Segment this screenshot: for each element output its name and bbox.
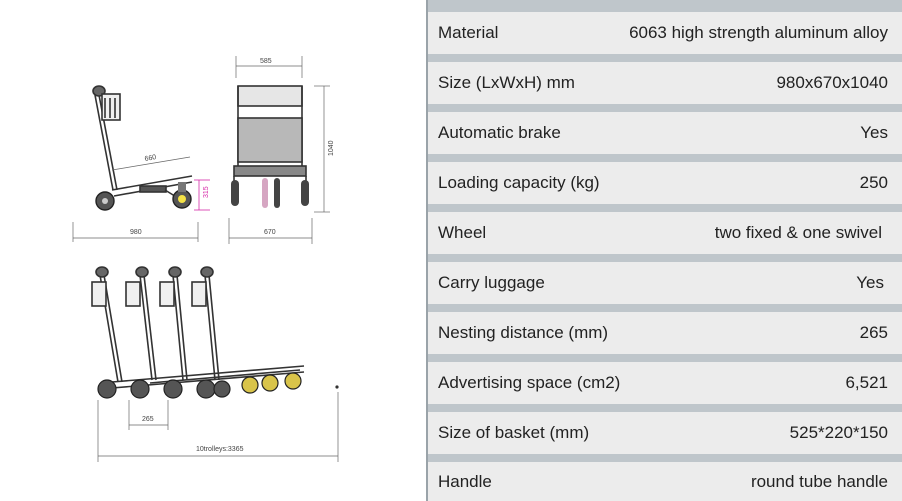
- dimension-660: 660: [111, 154, 191, 171]
- spec-row-handle: Handle round tube handle: [428, 462, 902, 501]
- dimension-total: 10trolleys:3365: [97, 392, 339, 462]
- spec-value: Yes: [856, 273, 884, 292]
- spec-row-carry-luggage: Carry luggage Yes: [428, 262, 902, 304]
- dimension-315: 315: [194, 179, 210, 211]
- spec-value: 6,521: [845, 373, 888, 392]
- technical-drawing-panel: 660 315 980: [0, 0, 426, 501]
- row-separator: [428, 204, 902, 212]
- side-view-wheels: [95, 182, 192, 211]
- spec-value: 265: [859, 323, 888, 342]
- spec-row-loading-capacity: Loading capacity (kg) 250: [428, 162, 902, 204]
- spec-label: Loading capacity (kg): [438, 173, 600, 192]
- row-separator: [428, 54, 902, 62]
- spec-label: Size (LxWxH) mm: [438, 73, 575, 92]
- spec-label: Size of basket (mm): [438, 423, 590, 442]
- spec-row-basket-size: Size of basket (mm) 525*220*150: [428, 412, 902, 454]
- spec-value: two fixed & one swivel: [714, 223, 882, 242]
- trolley-drawing: 660 315 980: [72, 56, 339, 462]
- dim-1040-label: 1040: [328, 140, 335, 156]
- spec-row-advertising-space: Advertising space (cm2) 6,521: [428, 362, 902, 404]
- spec-label: Handle: [438, 471, 492, 491]
- spec-label: Wheel: [438, 223, 487, 242]
- dim-660-label: 660: [144, 154, 157, 163]
- dim-980-label: 980: [130, 229, 142, 236]
- dim-265-label: 265: [142, 416, 154, 423]
- dimension-980: 980: [72, 222, 199, 242]
- spec-value: 250: [859, 173, 888, 192]
- spec-row-nesting-distance: Nesting distance (mm) 265: [428, 312, 902, 354]
- nested-trolleys: [91, 266, 305, 389]
- spec-label: Material: [438, 23, 499, 42]
- dimension-585: 585: [235, 56, 303, 78]
- spec-value: Yes: [860, 123, 888, 142]
- dimension-265: 265: [128, 400, 169, 430]
- spec-table: Material 6063 high strength aluminum all…: [426, 0, 902, 501]
- trolley-front-view: [233, 85, 307, 196]
- spec-label: Nesting distance (mm): [438, 323, 609, 342]
- row-separator: [428, 0, 902, 12]
- spec-value: 6063 high strength aluminum alloy: [629, 23, 888, 42]
- spec-value: round tube handle: [750, 471, 888, 491]
- dimension-670: 670: [228, 218, 313, 244]
- trolley-side-view: [92, 85, 193, 199]
- front-view-wheels: [231, 178, 309, 208]
- dim-670-label: 670: [264, 229, 276, 236]
- row-separator: [428, 104, 902, 112]
- reference-point: [335, 385, 339, 389]
- row-separator: [428, 404, 902, 412]
- dim-585-label: 585: [260, 58, 272, 65]
- row-separator: [428, 354, 902, 362]
- spec-row-wheel: Wheel two fixed & one swivel: [428, 212, 902, 254]
- spec-label: Carry luggage: [438, 273, 545, 292]
- dim-total-label: 10trolleys:3365: [196, 446, 244, 453]
- row-separator: [428, 254, 902, 262]
- row-separator: [428, 454, 902, 462]
- dim-315-label: 315: [203, 186, 210, 198]
- spec-row-automatic-brake: Automatic brake Yes: [428, 112, 902, 154]
- spec-value: 525*220*150: [789, 423, 888, 442]
- spec-value: 980x670x1040: [776, 73, 888, 92]
- row-separator: [428, 304, 902, 312]
- spec-row-size: Size (LxWxH) mm 980x670x1040: [428, 62, 902, 104]
- dimension-1040: 1040: [314, 85, 335, 213]
- nested-trolley-wheels: [97, 372, 302, 399]
- row-separator: [428, 154, 902, 162]
- spec-label: Advertising space (cm2): [438, 373, 621, 392]
- spec-row-material: Material 6063 high strength aluminum all…: [428, 12, 902, 54]
- spec-label: Automatic brake: [438, 123, 561, 142]
